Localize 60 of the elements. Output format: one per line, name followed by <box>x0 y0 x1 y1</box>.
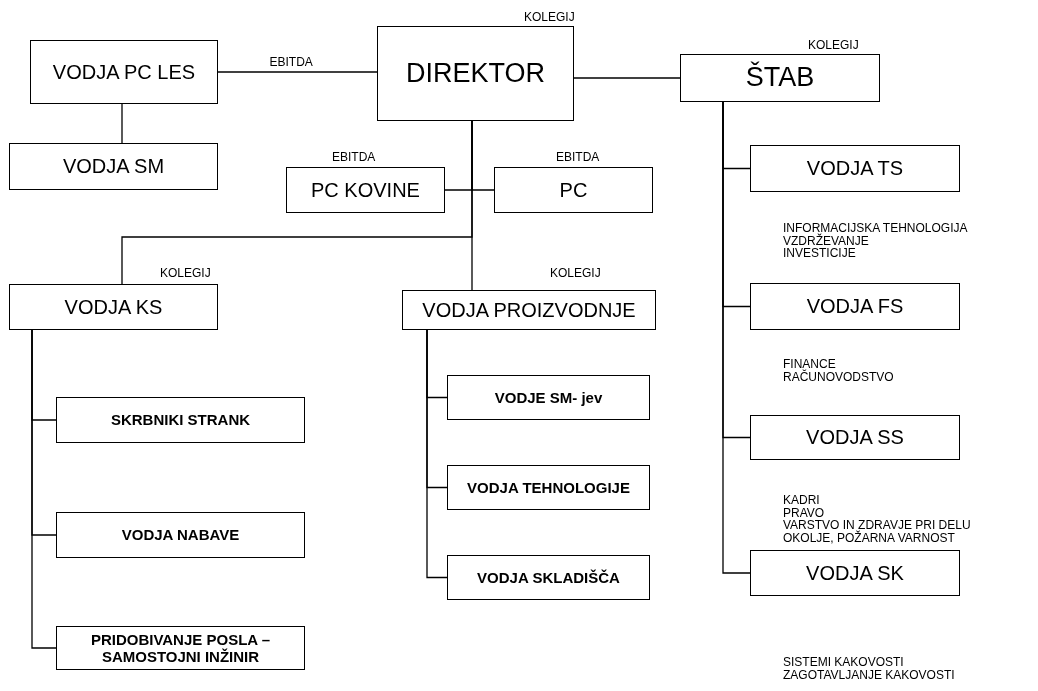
note-text: OKOLJE, POŽARNA VARNOST <box>783 531 955 544</box>
connector-line <box>31 329 57 649</box>
note-text: FINANCE <box>783 358 836 371</box>
note-text: PRAVO <box>783 506 825 519</box>
box-label: VODJA FS <box>806 295 904 318</box>
org-box <box>447 555 650 600</box>
connector-line <box>217 71 378 73</box>
box-label: VODJA TS <box>806 157 904 180</box>
connector-line <box>426 329 448 579</box>
org-box <box>750 550 960 596</box>
org-box <box>750 283 960 330</box>
box-label: VODJE SM- jev <box>494 388 603 407</box>
org-box <box>750 415 960 460</box>
note-text: INFORMACIJSKA TEHNOLOGIJA <box>783 222 968 235</box>
box-label: SKRBNIKI STRANK <box>110 411 251 429</box>
note-text: KADRI <box>783 494 820 507</box>
note-text: INVESTICIJE <box>783 247 856 260</box>
box-label: PC KOVINE <box>311 178 420 202</box>
note-text: SISTEMI KAKOVOSTI <box>783 656 904 669</box>
connector-line <box>121 103 123 144</box>
org-box <box>286 167 445 213</box>
box-label: VODJA KS <box>64 295 163 319</box>
box-label: VODJA PROIZVODNJE <box>422 298 636 322</box>
org-box <box>750 145 960 192</box>
note-text: KOLEGIJ <box>550 267 601 280</box>
box-label: VODJA SM <box>62 155 165 178</box>
org-box <box>9 284 218 330</box>
box-label: VODJA SKLADIŠČA <box>477 568 620 587</box>
org-box <box>447 465 650 510</box>
org-box <box>377 26 574 121</box>
org-box <box>680 54 880 102</box>
note-text: ZAGOTAVLJANJE KAKOVOSTI <box>783 668 955 681</box>
note-text: RAČUNOVODSTVO <box>783 370 894 383</box>
box-label: PRIDOBIVANJE POSLA – SAMOSTOJNI INŽINIR <box>89 630 272 666</box>
note-text: EBITDA <box>556 151 600 164</box>
org-box <box>56 626 305 670</box>
edge-label: EBITDA <box>267 55 315 69</box>
org-box <box>9 143 218 190</box>
box-label: VODJA SS <box>806 426 904 449</box>
org-box <box>494 167 653 213</box>
org-box <box>56 397 305 443</box>
box-label: VODJA SK <box>806 561 904 585</box>
note-text: EBITDA <box>332 151 376 164</box>
note-text: KOLEGIJ <box>808 39 859 52</box>
note-text: VZDRŽEVANJE <box>783 234 869 247</box>
box-label: VODJA NABAVE <box>121 526 240 544</box>
org-box <box>402 290 656 330</box>
box-label: ŠTAB <box>745 62 815 94</box>
box-label: VODJA PC LES <box>52 60 196 84</box>
note-text: KOLEGIJ <box>524 11 575 24</box>
box-label: VODJA TEHNOLOGIJE <box>467 478 630 497</box>
org-box <box>447 375 650 420</box>
box-label: DIREKTOR <box>406 57 545 89</box>
connector-line <box>573 77 681 79</box>
connector-line <box>471 120 473 291</box>
org-box <box>56 512 305 558</box>
org-box <box>30 40 218 104</box>
note-text: KOLEGIJ <box>160 267 211 280</box>
box-label: PC <box>559 178 588 202</box>
connector-line <box>722 101 751 574</box>
